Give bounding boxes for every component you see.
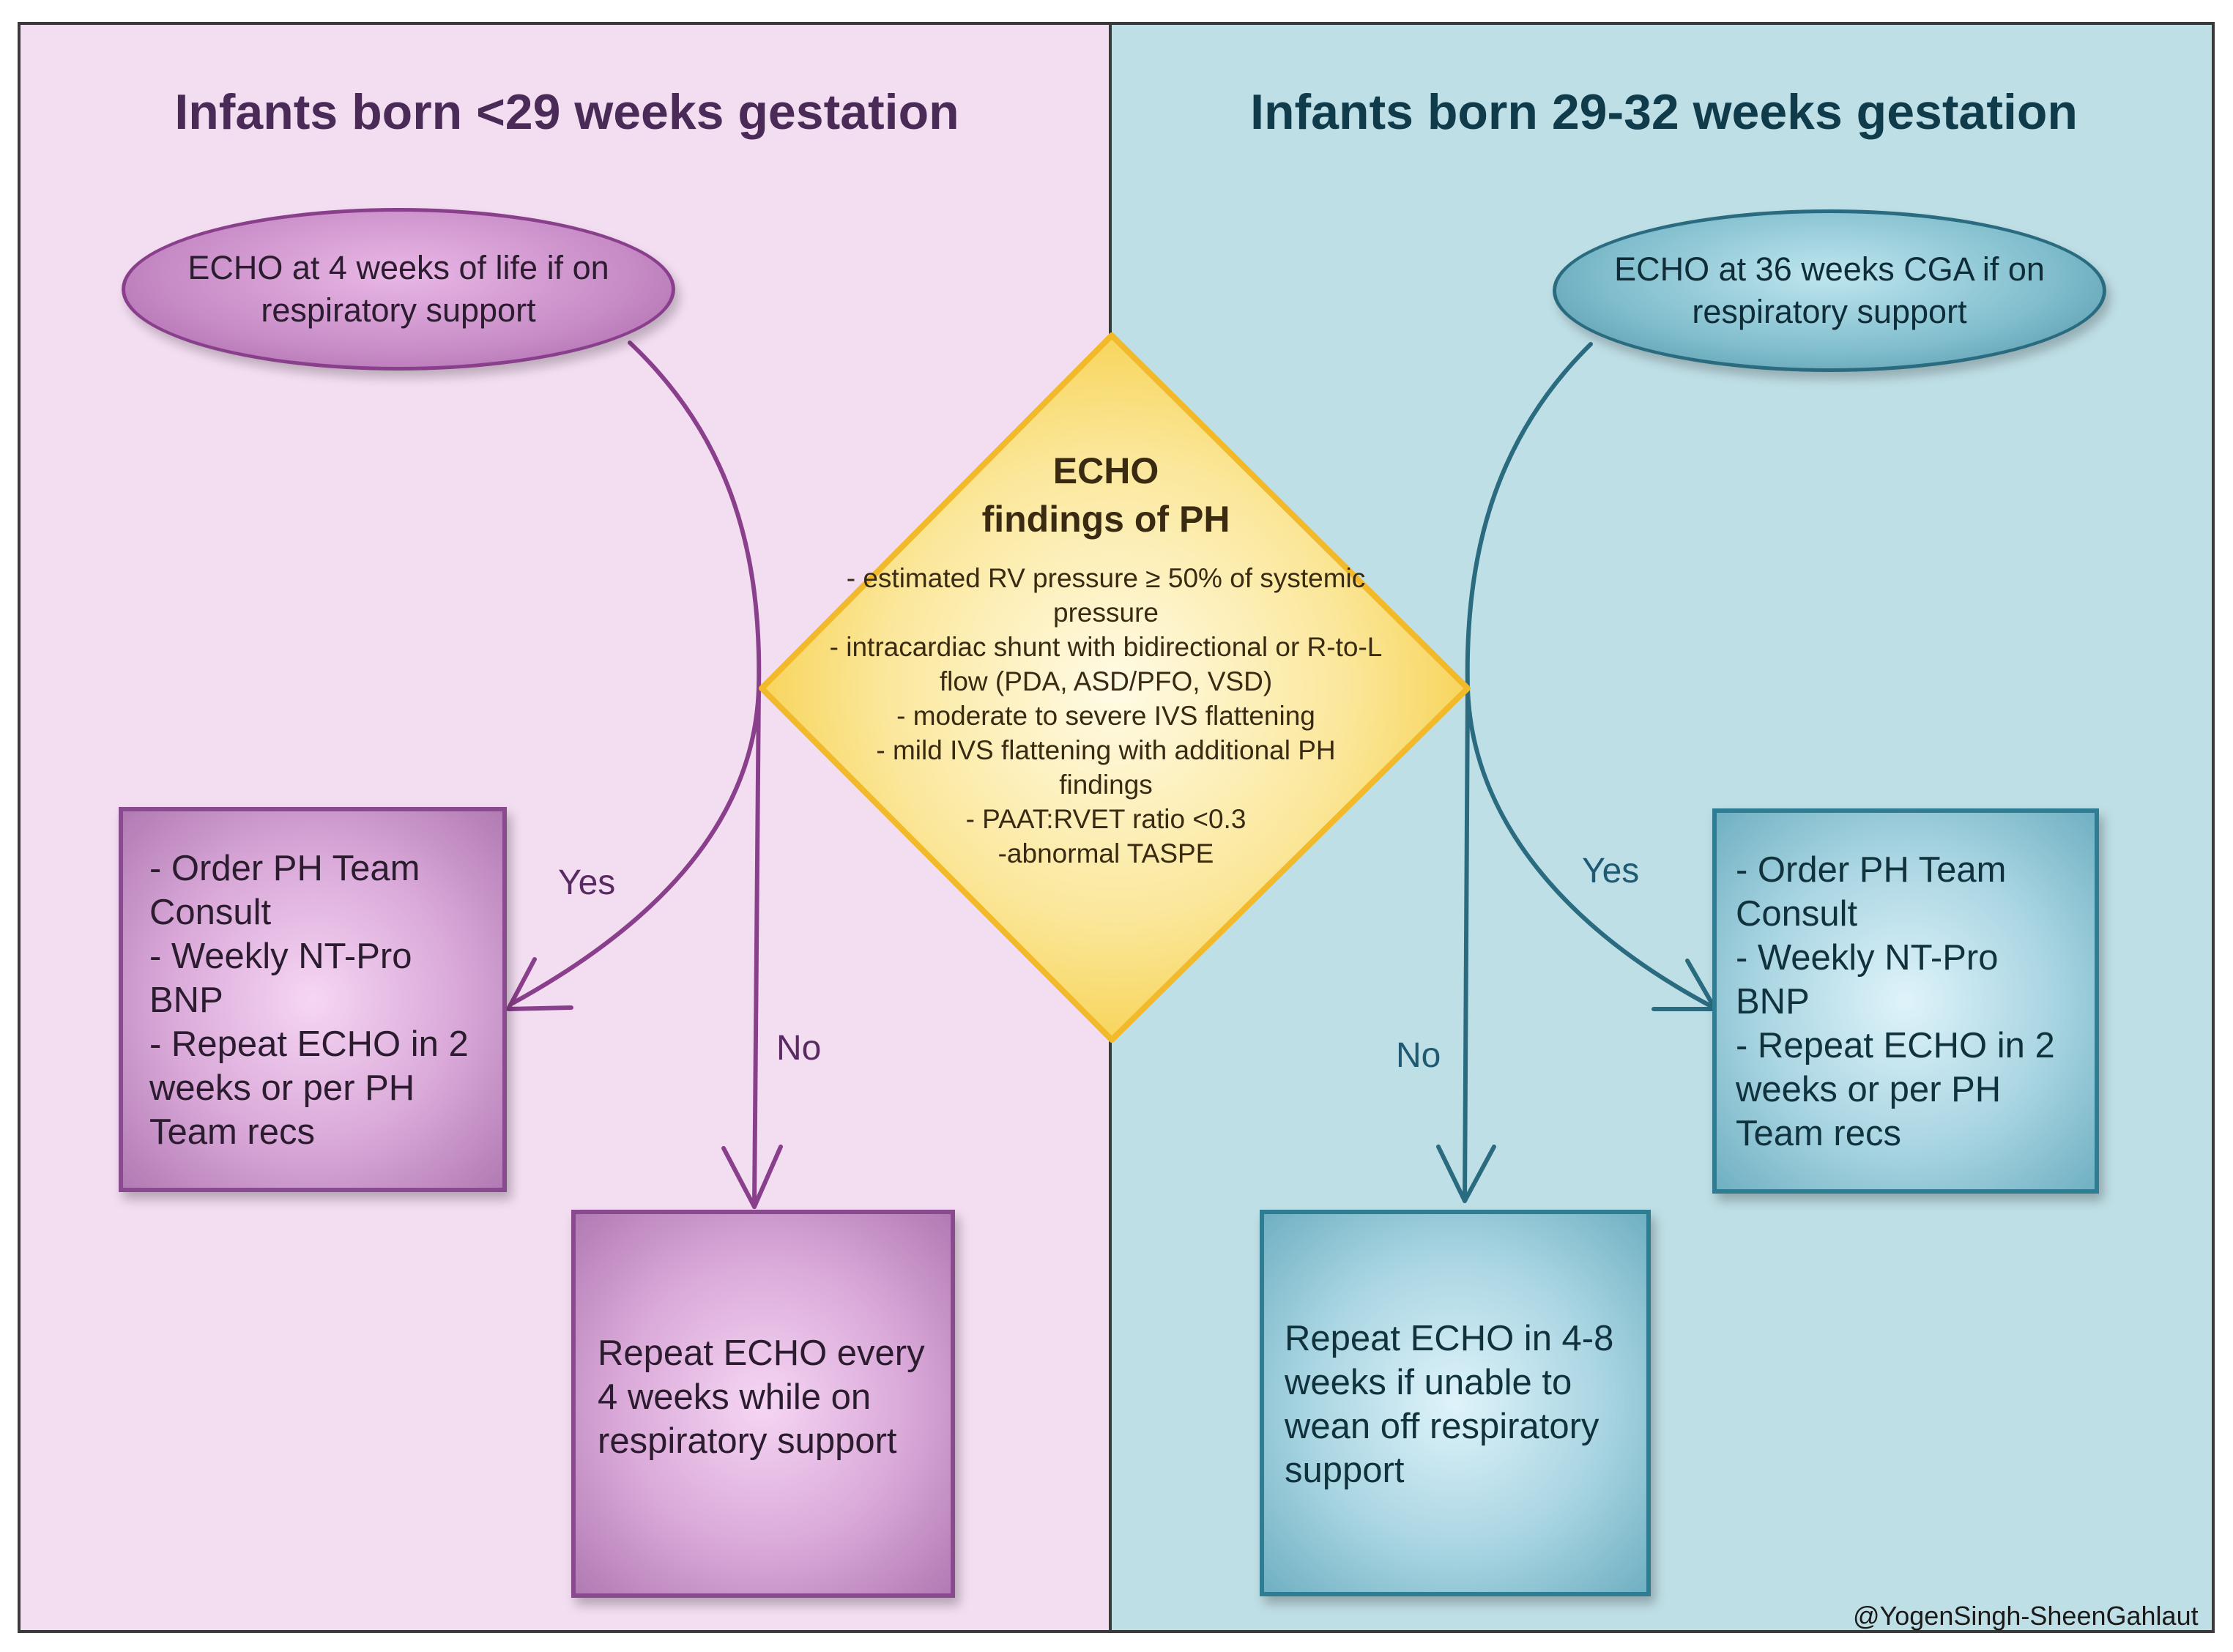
yes-action-box-right: - Order PH Team Consult - Weekly NT-Pro … <box>1712 808 2099 1194</box>
no-action-box-left: Repeat ECHO every 4 weeks while on respi… <box>571 1210 955 1598</box>
no-action-box-right: Repeat ECHO in 4-8 weeks if unable to we… <box>1260 1210 1651 1596</box>
criterion-paat-rvet: - PAAT:RVET ratio <0.3 <box>965 804 1246 834</box>
heading-under-29-weeks: Infants born <29 weeks gestation <box>174 84 959 140</box>
connector-right-yes <box>1465 686 1716 1010</box>
connector-left-yes <box>510 686 761 1005</box>
action-item: - Repeat ECHO in 2 weeks or per PH Team … <box>1736 1026 2055 1153</box>
action-item: - Order PH Team Consult <box>1736 850 2007 934</box>
arrowhead-right-no <box>1436 1145 1496 1203</box>
connector-right-no <box>1463 686 1470 1203</box>
start-node-label: ECHO at 4 weeks of life if on respirator… <box>187 249 609 329</box>
criterion-taspe: -abnormal TASPE <box>997 838 1214 868</box>
author-credit: @YogenSingh-SheenGahlaut <box>1853 1601 2199 1631</box>
start-node-label: ECHO at 36 weeks CGA if on respiratory s… <box>1614 250 2045 330</box>
connector-right-start-to-split <box>1465 342 1593 691</box>
decision-title: ECHO findings of PH <box>828 447 1384 543</box>
action-item: Repeat ECHO in 4-8 weeks if unable to we… <box>1285 1319 1614 1490</box>
no-label-left: No <box>776 1029 822 1068</box>
criterion-shunt: - intracardiac shunt with bidirectional … <box>829 632 1383 696</box>
decision-title-line2: findings of PH <box>981 499 1230 540</box>
action-item: - Weekly NT-Pro BNP <box>149 937 412 1020</box>
yes-label-right: Yes <box>1582 852 1640 890</box>
action-item: Repeat ECHO every 4 weeks while on respi… <box>598 1333 925 1461</box>
heading-29-32-weeks: Infants born 29-32 weeks gestation <box>1250 84 2078 140</box>
arrowhead-left-no <box>721 1145 783 1209</box>
criterion-rv-pressure: - estimated RV pressure ≥ 50% of systemi… <box>846 563 1366 628</box>
connector-left-no <box>752 686 761 1209</box>
decision-diamond <box>759 332 1471 1043</box>
start-node-under-29-weeks: ECHO at 4 weeks of life if on respirator… <box>122 208 675 371</box>
yes-action-box-left: - Order PH Team Consult - Weekly NT-Pro … <box>119 807 507 1192</box>
arrowhead-left-yes <box>506 957 573 1011</box>
yes-label-left: Yes <box>558 863 616 902</box>
start-node-29-32-weeks: ECHO at 36 weeks CGA if on respiratory s… <box>1553 209 2106 372</box>
criterion-mild-ivs: - mild IVS flattening with additional PH… <box>876 735 1336 800</box>
action-item: - Repeat ECHO in 2 weeks or per PH Team … <box>149 1024 469 1152</box>
action-item: - Weekly NT-Pro BNP <box>1736 938 1999 1022</box>
no-label-right: No <box>1396 1036 1441 1075</box>
criterion-moderate-ivs: - moderate to severe IVS flattening <box>896 701 1315 731</box>
decision-criteria: - estimated RV pressure ≥ 50% of systemi… <box>828 561 1384 871</box>
decision-content: ECHO findings of PH - estimated RV press… <box>828 447 1384 871</box>
action-item: - Order PH Team Consult <box>149 849 420 932</box>
connector-left-start-to-split <box>628 341 762 691</box>
decision-title-line1: ECHO <box>1052 450 1159 491</box>
